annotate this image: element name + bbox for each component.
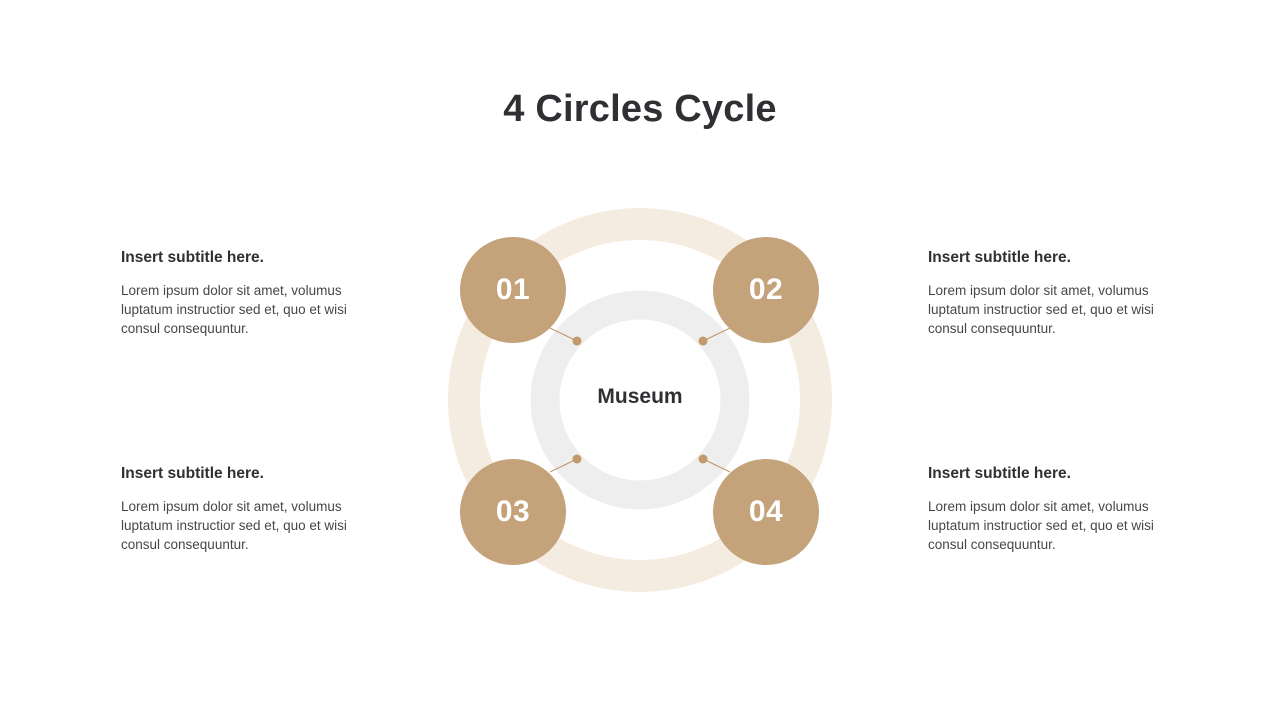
text-block-bottom-left-title: Insert subtitle here. xyxy=(121,465,264,482)
cycle-node-02-number: 02 xyxy=(748,273,784,306)
cycle-node-04[interactable]: 04 xyxy=(713,459,819,565)
text-block-top-left-body: Lorem ipsum dolor sit amet, volumus lupt… xyxy=(121,283,347,336)
cycle-node-01-number: 01 xyxy=(495,273,531,306)
text-block-top-left-title: Insert subtitle here. xyxy=(121,249,264,266)
connector-dot-02 xyxy=(698,336,708,346)
inner-ring xyxy=(530,290,750,510)
page-title: 4 Circles Cycle xyxy=(503,88,777,130)
text-block-bottom-right-title: Insert subtitle here. xyxy=(928,465,1071,482)
text-block-top-left: Insert subtitle here. Lorem ipsum dolor … xyxy=(121,249,371,338)
text-block-top-right-title: Insert subtitle here. xyxy=(928,249,1071,266)
connector-line-03 xyxy=(549,458,578,473)
text-block-bottom-left: Insert subtitle here. Lorem ipsum dolor … xyxy=(121,465,371,554)
cycle-node-01[interactable]: 01 xyxy=(460,237,566,343)
text-block-bottom-left-body: Lorem ipsum dolor sit amet, volumus lupt… xyxy=(121,499,347,552)
connector-dot-01 xyxy=(572,336,582,346)
cycle-node-04-number: 04 xyxy=(748,495,784,528)
connector-line-02 xyxy=(702,327,731,342)
center-label: Museum xyxy=(597,385,683,408)
outer-ring xyxy=(448,208,832,592)
connector-dot-03 xyxy=(572,454,582,464)
connector-line-01 xyxy=(549,327,578,342)
connector-dot-04 xyxy=(698,454,708,464)
cycle-node-03[interactable]: 03 xyxy=(460,459,566,565)
cycle-node-02[interactable]: 02 xyxy=(713,237,819,343)
connector-line-04 xyxy=(702,458,731,473)
text-block-top-right-body: Lorem ipsum dolor sit amet, volumus lupt… xyxy=(928,283,1154,336)
text-block-top-right: Insert subtitle here. Lorem ipsum dolor … xyxy=(928,249,1178,338)
cycle-node-03-number: 03 xyxy=(495,495,531,528)
cycle-diagram xyxy=(440,200,840,600)
text-block-bottom-right-body: Lorem ipsum dolor sit amet, volumus lupt… xyxy=(928,499,1154,552)
text-block-bottom-right: Insert subtitle here. Lorem ipsum dolor … xyxy=(928,465,1178,554)
